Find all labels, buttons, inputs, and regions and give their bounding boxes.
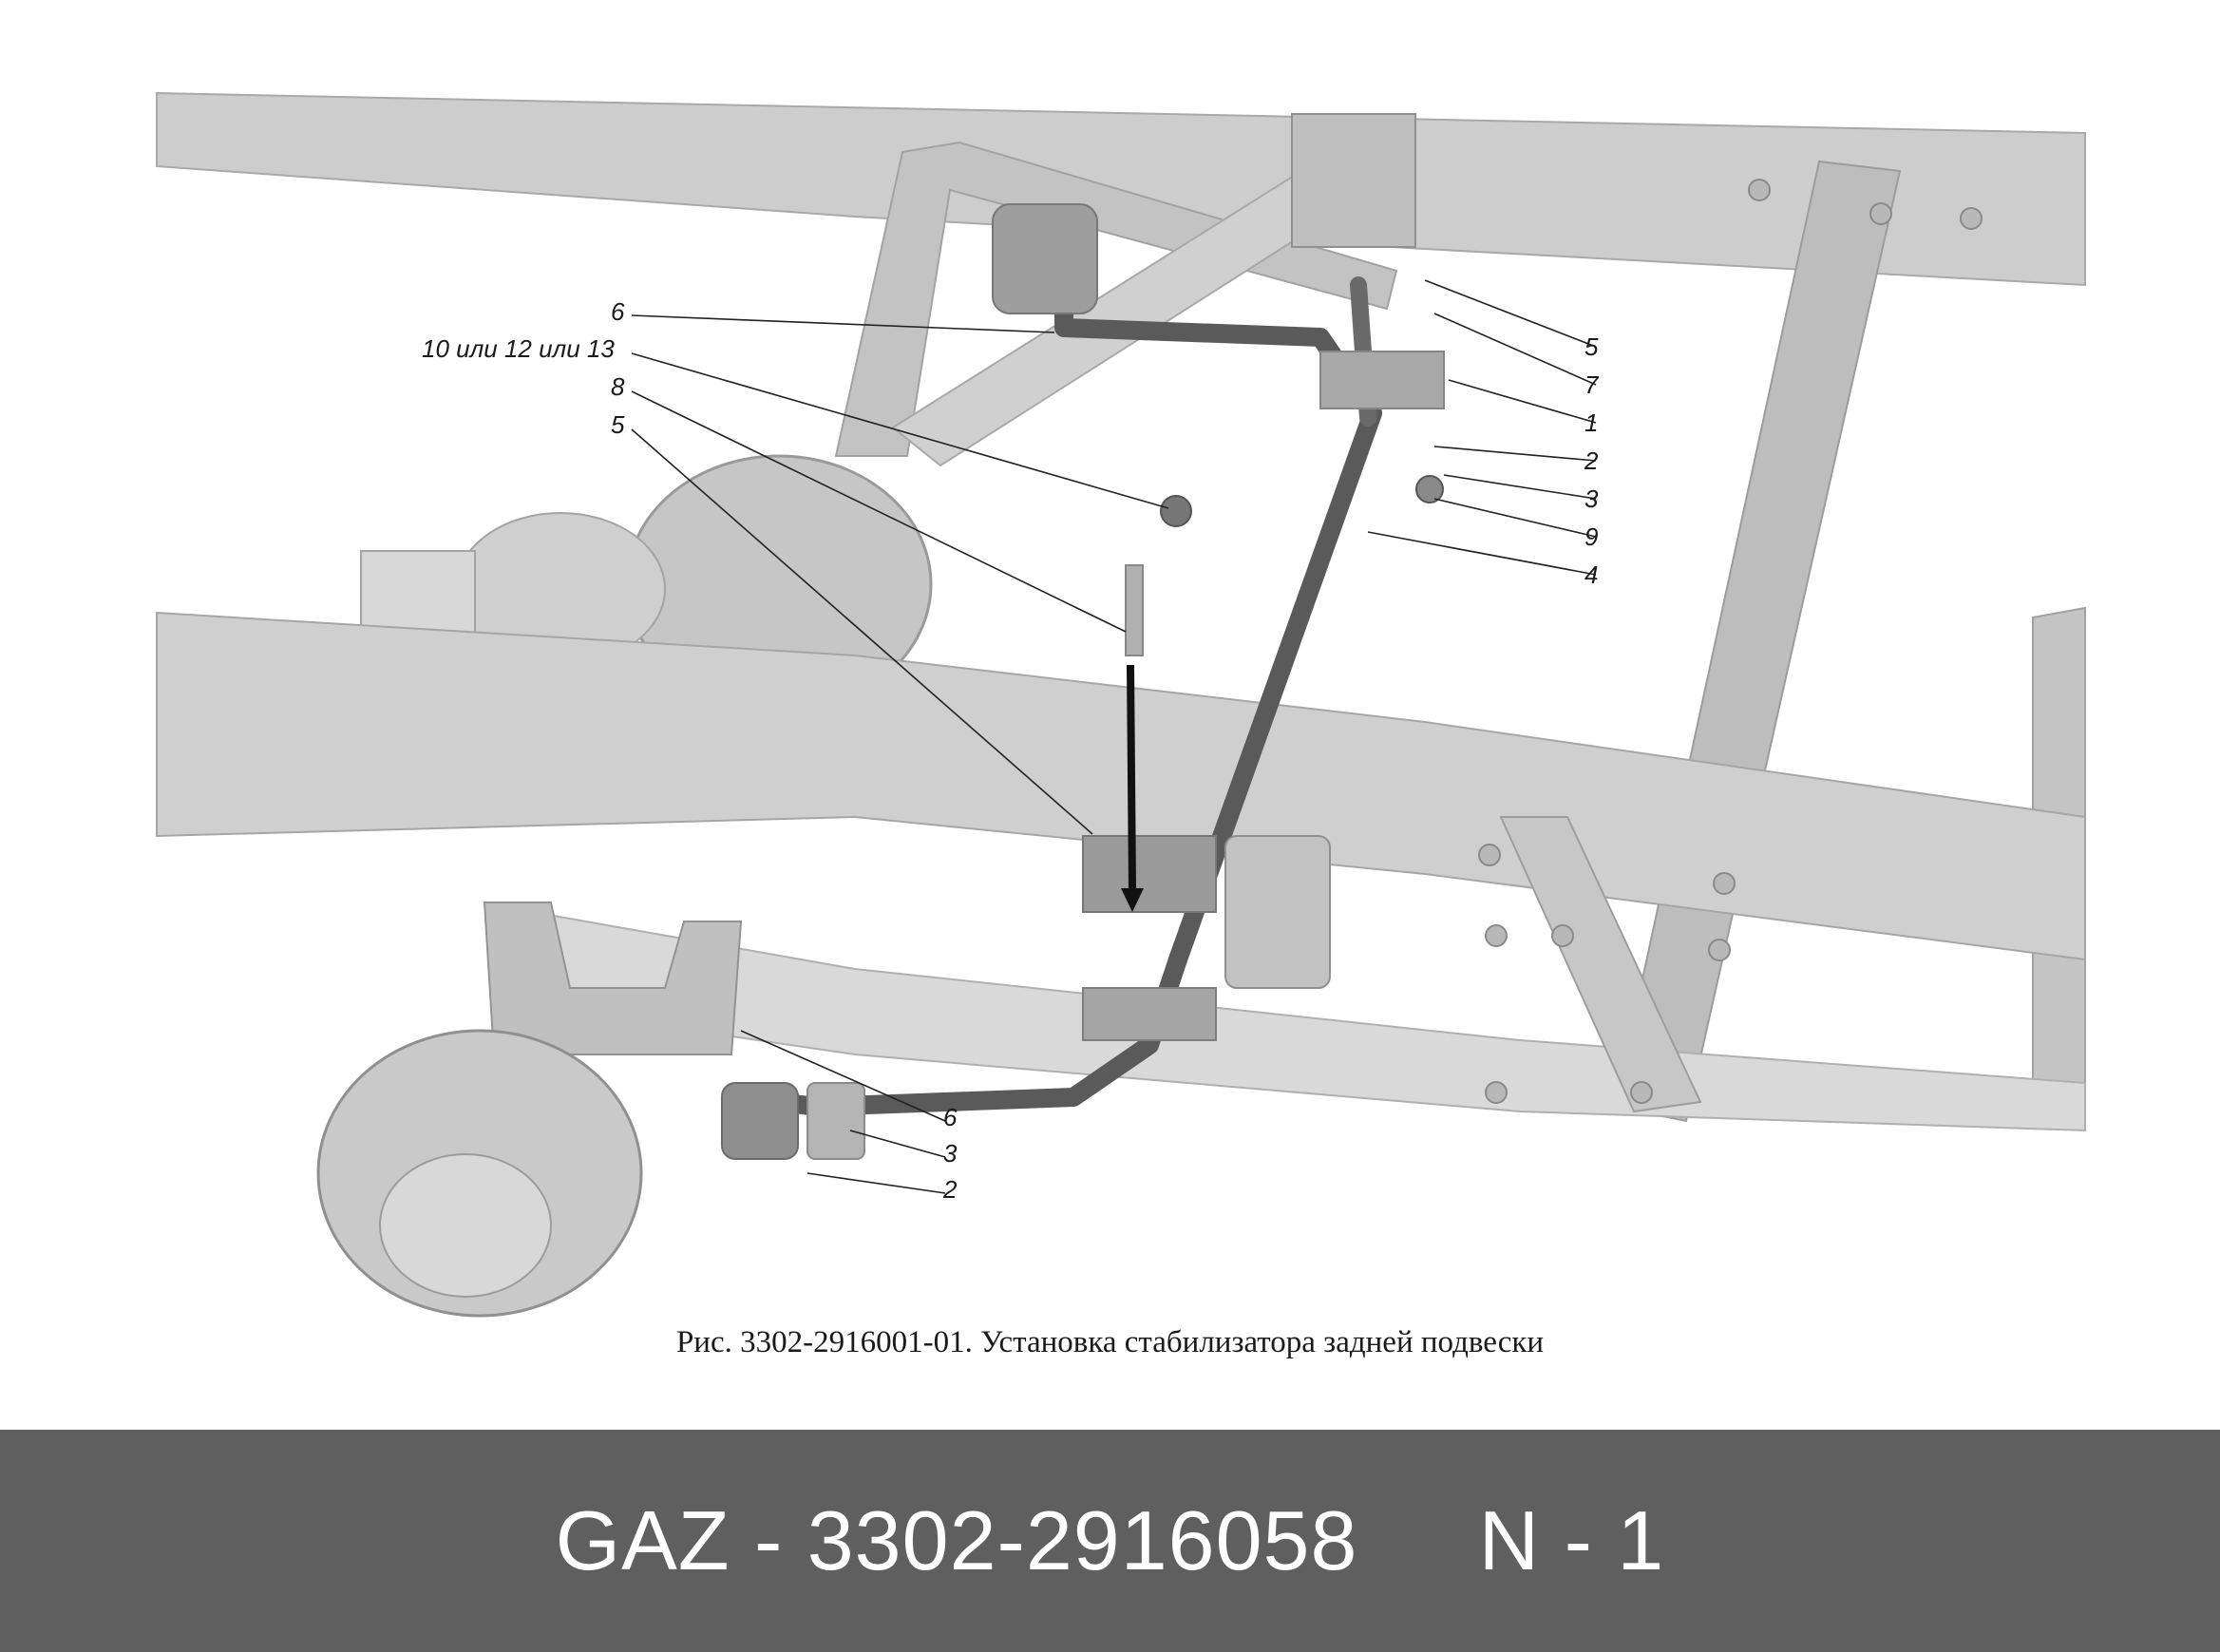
suspension-diagram: 6 10 или 12 или 13 8 5 5 7 1 2 3 9 4 6 3… [156,91,2086,1318]
axle-flange [360,550,476,637]
callout-2-bottom: 2 [942,1175,958,1204]
lower-bracket [1082,835,1217,913]
part-number-text: GAZ - 3302-2916058 N - 1 [555,1493,1665,1587]
callout-labels: 6 10 или 12 или 13 8 5 5 7 1 2 3 9 4 6 3… [422,279,1600,1204]
frame-bolts [1478,179,1983,1104]
bracket-plate [1319,351,1445,409]
chassis-drawing [156,91,2086,1318]
spring-hanger [483,902,743,1055]
bolt [1125,564,1144,656]
main-frame-rail [156,611,2086,961]
bump-stop [1224,835,1331,989]
callout-10: 10 или 12 или 13 [422,334,615,363]
cross-tube [1613,160,1902,1123]
hub [379,1153,552,1298]
figure-caption: Рис. 3302-2916001-01. Установка стабилиз… [675,1325,1545,1359]
callout-3-bottom: 3 [943,1139,958,1168]
washer [1415,475,1444,503]
callout-5-left: 5 [611,410,625,439]
callout-9: 9 [1584,522,1598,551]
callout-7: 7 [1584,370,1600,399]
nut [1160,495,1192,527]
lower-left-clamp [806,1082,865,1160]
part-number-banner: GAZ - 3302-2916058 N - 1 [0,1430,2220,1652]
axle-arm [834,141,1398,457]
callout-5-right: 5 [1584,332,1599,361]
callout-8: 8 [611,372,625,401]
lower-left-cushion [721,1082,799,1160]
callout-3-right: 3 [1584,484,1599,513]
callout-6-bottom: 6 [943,1103,958,1131]
callout-6-top: 6 [611,297,625,326]
callout-2-right: 2 [1584,446,1599,475]
callout-1: 1 [1584,408,1598,437]
callout-4: 4 [1584,560,1598,589]
stabilizer-bar [731,256,1382,1116]
upper-left-cushion [992,203,1098,314]
spring-shackle [1499,816,1702,1113]
assembly-arrow [1127,664,1136,889]
arrow-head [1121,888,1144,912]
upper-bracket [1291,113,1416,248]
lower-bracket-plate [1082,987,1217,1041]
